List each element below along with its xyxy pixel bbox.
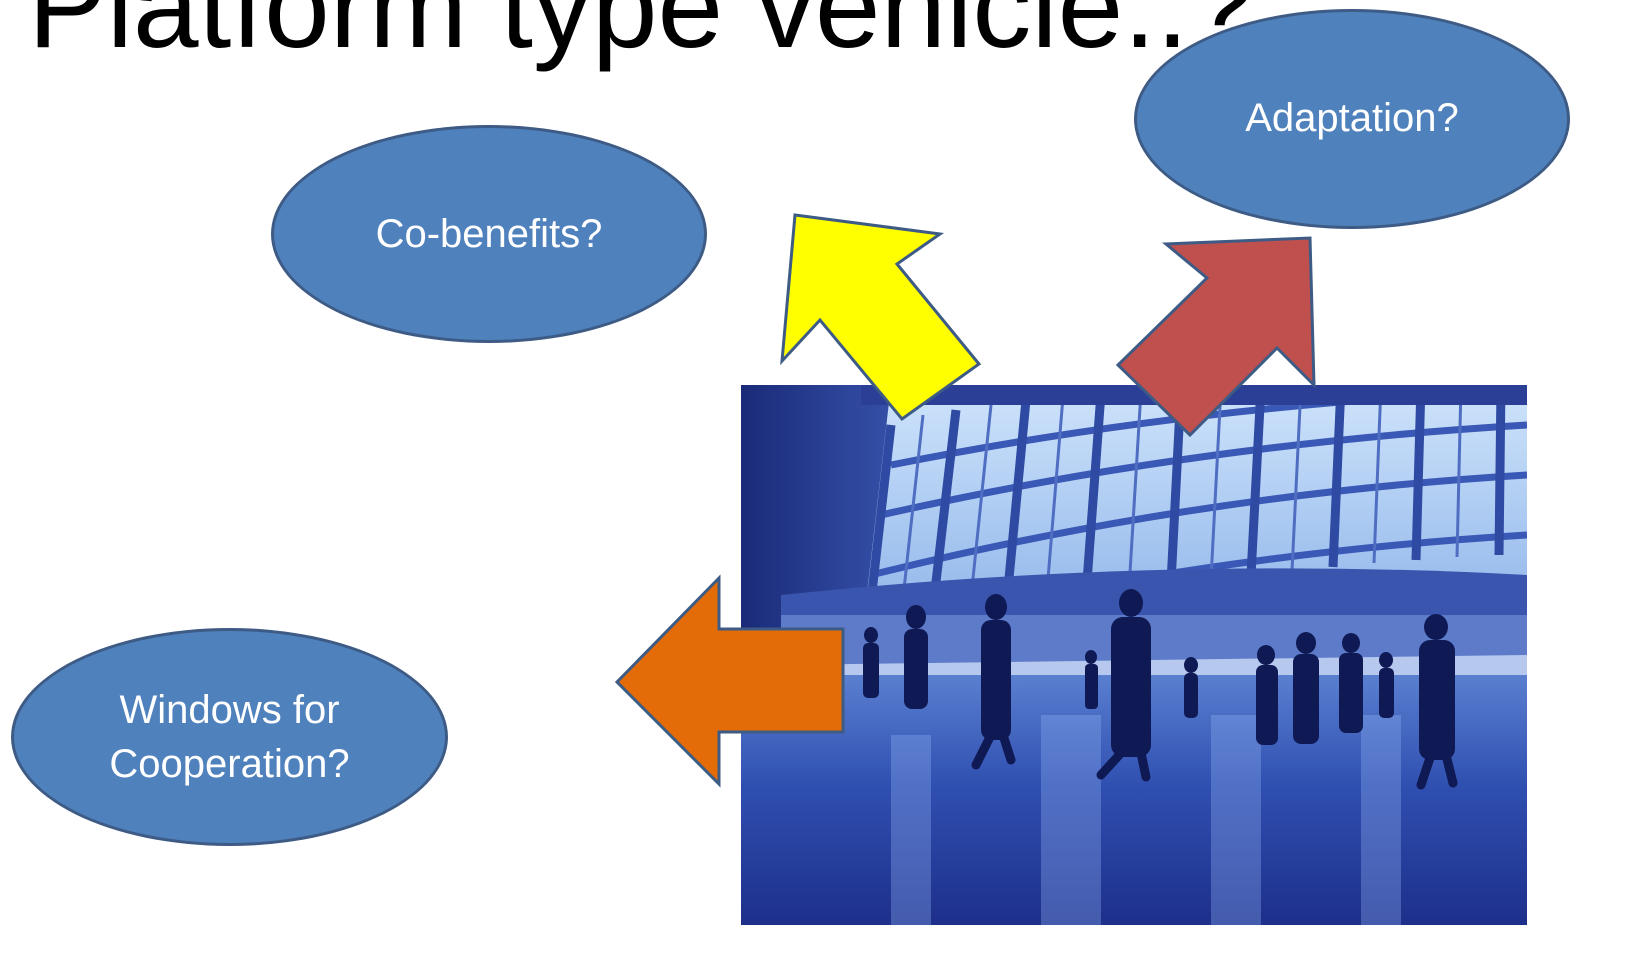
airport-terminal-photo [741, 385, 1527, 925]
adaptation-label: Adaptation? [1245, 96, 1459, 140]
adaptation-bubble: Adaptation? [1134, 9, 1570, 229]
windows-for-cooperation-bubble: Windows for Cooperation? [11, 628, 448, 846]
cobenefits-label: Co-benefits? [375, 212, 603, 256]
cobenefits-bubble: Co-benefits? [271, 125, 707, 343]
slide-title: Platform type vehicle..? [28, 0, 1255, 73]
windows-label-line1: Windows for [119, 688, 340, 732]
windows-label-line2: Cooperation? [109, 742, 350, 786]
